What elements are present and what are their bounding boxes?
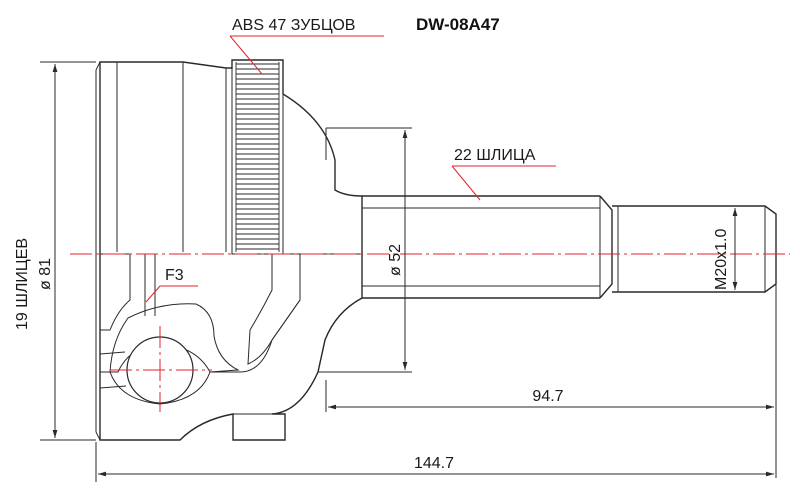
- thread-label: M20x1.0: [713, 229, 730, 290]
- dimension-total-length: [95, 442, 774, 482]
- bearing-size-label: F3: [165, 267, 184, 284]
- outer-diameter-label: ø 81: [37, 258, 54, 290]
- f3-leader: [145, 285, 198, 303]
- inner-splines-label: 22 ШЛИЦА: [454, 147, 536, 164]
- outer-splines-label: 19 ШЛИЦЕВ: [14, 238, 31, 330]
- abs-label: ABS 47 ЗУБЦОВ: [232, 17, 355, 34]
- abs-leader: [229, 35, 384, 75]
- seal-diameter-label: ø 52: [387, 244, 404, 276]
- threaded-end: [612, 205, 777, 293]
- centerlines: [70, 253, 790, 412]
- dimension-shaft-length: [325, 284, 777, 478]
- splines-leader: [451, 165, 556, 201]
- abs-ring: [231, 59, 284, 255]
- dimension-seal-diameter: [318, 127, 412, 373]
- part-number: DW-08A47: [416, 15, 500, 34]
- stub-shaft: [362, 195, 613, 299]
- total-length-label: 144.7: [414, 455, 454, 472]
- shaft-length-label: 94.7: [532, 388, 563, 405]
- dimension-outer-diameter: [40, 61, 96, 441]
